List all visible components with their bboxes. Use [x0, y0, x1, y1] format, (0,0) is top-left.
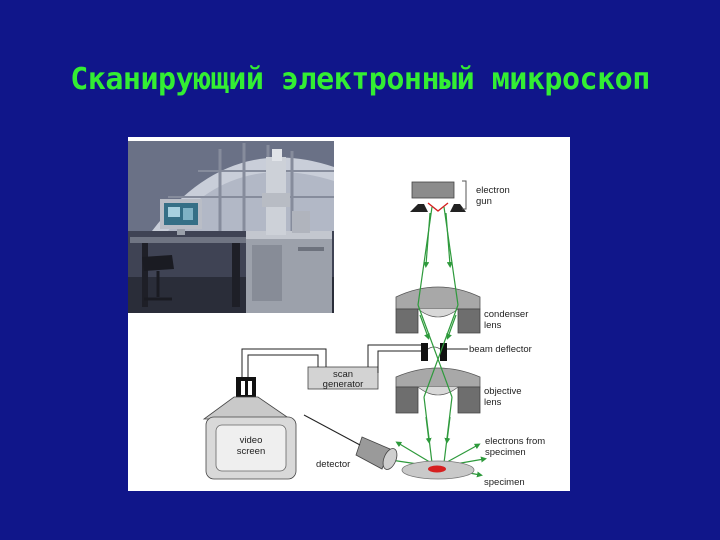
scan-generator: [307, 366, 379, 390]
label-condenser-lens-1: condenser: [484, 309, 528, 320]
label-electrons-from-specimen-2: specimen: [485, 447, 526, 458]
sem-diagram-svg: electron gun condenser lens beam deflect…: [128, 141, 545, 488]
label-video-screen-2: screen: [237, 446, 266, 457]
label-objective-lens-2: lens: [484, 397, 502, 408]
label-specimen: specimen: [484, 477, 525, 488]
label-video-screen-1: video: [240, 435, 263, 446]
wiring: [241, 344, 468, 385]
label-scan-generator-1: scan: [333, 369, 353, 380]
label-condenser-lens-2: lens: [484, 320, 502, 331]
label-scan-generator-2: generator: [323, 379, 364, 390]
sem-lab-photo: [128, 141, 334, 313]
video-screen: [202, 377, 297, 480]
objective-lens: [395, 367, 481, 414]
label-electron-gun-2: gun: [476, 196, 492, 207]
electron-gun: [410, 180, 467, 212]
label-electron-gun-1: electron: [476, 185, 510, 196]
electron-beam-paths: [381, 206, 487, 478]
label-objective-lens-1: objective: [484, 386, 522, 397]
sem-figure: electron gun condenser lens beam deflect…: [128, 137, 570, 491]
label-beam-deflector: beam deflector: [469, 344, 532, 355]
specimen: [401, 460, 475, 480]
label-electrons-from-specimen-1: electrons from: [485, 436, 545, 447]
label-detector: detector: [316, 459, 350, 470]
condenser-lens: [395, 286, 481, 334]
detector: [303, 414, 398, 470]
slide-title: Сканирующий электронный микроскоп: [70, 62, 650, 97]
